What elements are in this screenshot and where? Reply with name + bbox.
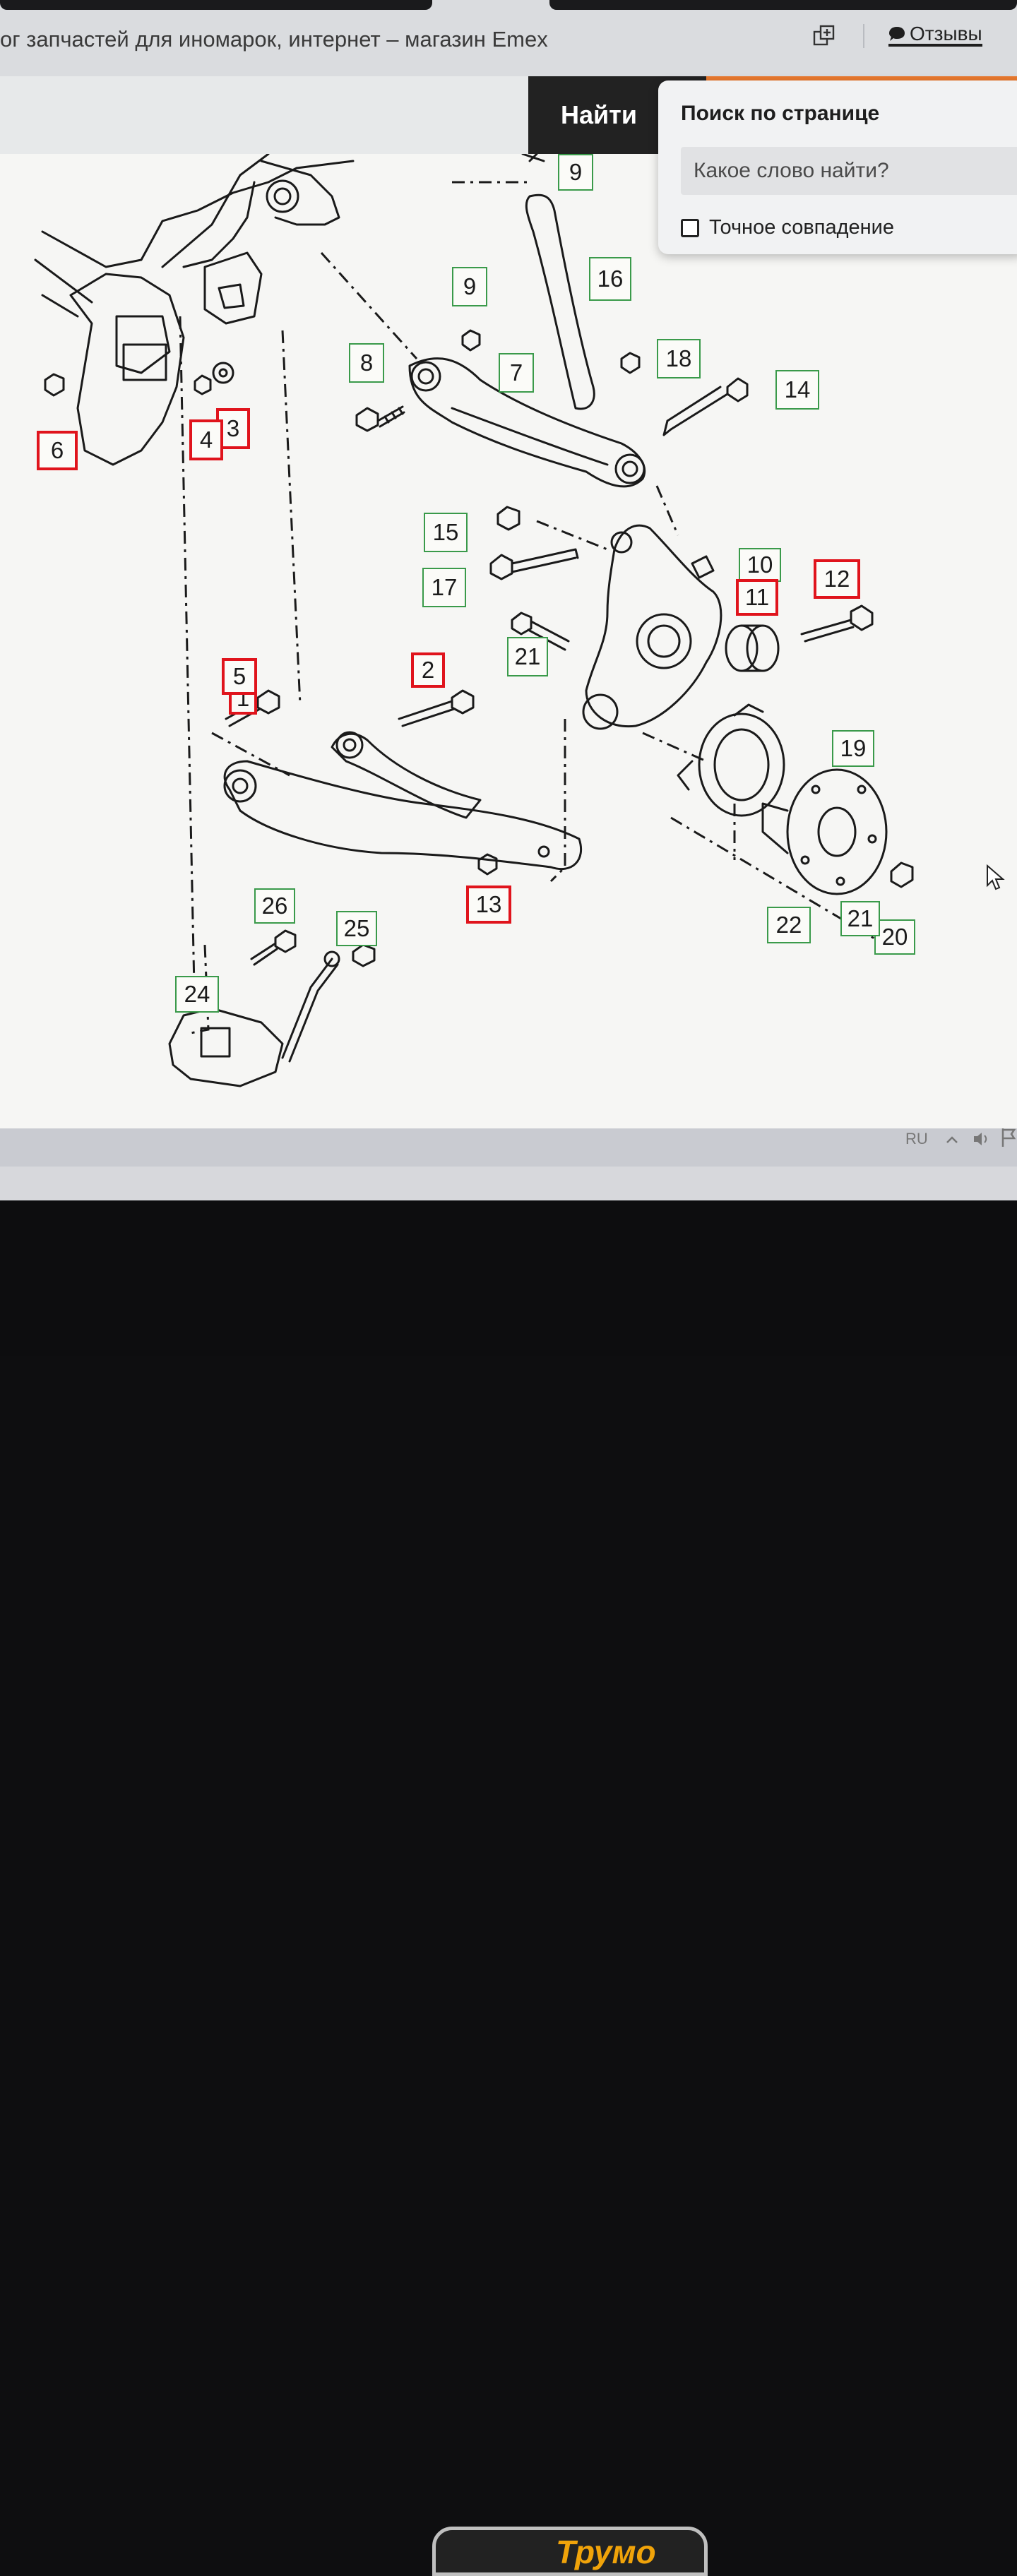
exact-match-option[interactable]: Точное совпадение [681, 216, 894, 239]
browser-tab-strip[interactable] [0, 0, 432, 10]
page-title: ог запчастей для иномарок, интернет – ма… [0, 27, 548, 52]
callout-22[interactable]: 22 [767, 907, 811, 943]
callout-16[interactable]: 16 [589, 257, 631, 301]
callout-7[interactable]: 7 [499, 353, 534, 393]
subframe-part [182, 181, 256, 268]
action-center-flag-icon[interactable] [1000, 1127, 1017, 1148]
callout-14[interactable]: 14 [775, 370, 819, 410]
callout-5[interactable]: 5 [222, 658, 257, 695]
windows-taskbar [0, 1128, 1017, 1167]
callout-25[interactable]: 25 [336, 911, 377, 946]
feedback-label: Отзывы [910, 23, 982, 44]
subframe-part [161, 154, 270, 268]
find-panel-title: Поиск по странице [681, 102, 880, 125]
callout-13[interactable]: 13 [466, 886, 511, 924]
callout-12[interactable]: 12 [814, 559, 860, 599]
subframe-part [69, 273, 185, 466]
exact-match-checkbox[interactable] [681, 218, 699, 237]
subframe-part [115, 315, 171, 374]
callout-17[interactable]: 17 [422, 568, 466, 607]
monitor-bezel: Трумо [0, 1200, 1017, 2576]
callout-21[interactable]: 21 [507, 637, 548, 676]
callout-9-top[interactable]: 9 [558, 154, 593, 191]
collections-icon[interactable] [812, 24, 836, 48]
feedback-button[interactable]: Отзывы [888, 20, 982, 48]
language-indicator[interactable]: RU [905, 1130, 928, 1147]
callout-18[interactable]: 18 [657, 339, 701, 378]
callout-4[interactable]: 4 [189, 419, 223, 460]
parts-diagram-area: 1 2 3 4 5 6 7 8 9 9 10 11 12 13 14 15 16… [0, 154, 1017, 1128]
suspension-exploded-diagram [34, 154, 914, 1087]
tray-chevron-up-icon[interactable] [945, 1133, 959, 1147]
callout-15[interactable]: 15 [424, 513, 468, 552]
callout-26[interactable]: 26 [254, 888, 295, 924]
callout-2[interactable]: 2 [411, 652, 445, 688]
callout-10[interactable]: 10 [739, 548, 781, 582]
callout-21-lower[interactable]: 21 [840, 901, 880, 936]
exact-match-label: Точное совпадение [709, 216, 894, 239]
toolbar-divider [863, 24, 864, 48]
find-on-page-panel: Поиск по странице Точное совпадение [658, 80, 1017, 254]
monitor-brand-badge: Трумо [432, 2527, 708, 2576]
callout-6[interactable]: 6 [37, 431, 78, 470]
monitor-screen: ог запчастей для иномарок, интернет – ма… [0, 0, 1017, 1200]
volume-icon[interactable] [972, 1130, 990, 1148]
browser-titlebar: ог запчастей для иномарок, интернет – ма… [0, 0, 1017, 76]
callout-9[interactable]: 9 [452, 267, 487, 306]
browser-tab-strip-right[interactable] [549, 0, 1017, 10]
callout-19[interactable]: 19 [832, 730, 874, 767]
mouse-cursor-icon [987, 864, 1005, 890]
site-search-input[interactable] [0, 76, 528, 155]
subframe-part [41, 160, 355, 268]
find-input[interactable] [681, 147, 1017, 195]
monitor-brand-text: Трумо [556, 2534, 656, 2570]
callout-24[interactable]: 24 [175, 976, 219, 1013]
callout-8[interactable]: 8 [349, 343, 384, 383]
chat-bubble-icon [889, 27, 905, 41]
callout-20[interactable]: 20 [874, 919, 915, 955]
callout-11[interactable]: 11 [736, 579, 778, 616]
